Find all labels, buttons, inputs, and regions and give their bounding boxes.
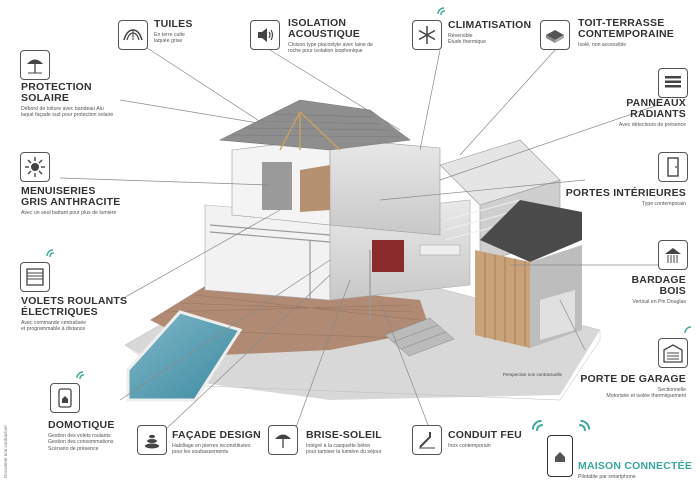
panneaux-title-1: PANNEAUX [626,97,686,109]
garage-sub-2: Motorisée et isolée thermiquement [606,393,686,400]
isolation-sub-2: roche pour isolation isophonique [288,48,363,55]
bardage-label: BARDAGE BOIS Vertical en Pin Douglas [631,274,687,306]
brise-sub-2: pour tamiser la lumière du séjour [306,449,382,456]
portes-title: PORTES INTÉRIEURES [565,187,686,199]
menuiseries-title-1: MENUISERIES [21,185,96,197]
domotique-sub-1: Gestion des volets roulants [48,433,111,439]
maison-label: MAISON CONNECTÉE Pilotable par smartphon… [578,460,693,481]
toit-title-2: CONTEMPORAINE [578,28,674,40]
climatisation-title: CLIMATISATION [448,19,532,31]
isolation-sub-1: Cloison type placostyle avec laine de [288,42,374,48]
wireless-signal-icon [684,326,692,334]
flue-pipe-icon [412,425,442,455]
smartphone-house-icon [547,435,573,477]
speaker-icon [250,20,280,50]
volets-label: VOLETS ROULANTS ÉLECTRIQUES Avec command… [21,296,127,333]
toit-label: TOIT-TERRASSE CONTEMPORAINE Isolé, non a… [578,17,674,49]
bardage-sub: Vertical en Pin Douglas [632,299,686,305]
roller-shutter-icon [20,262,50,292]
maison-sub: Pilotable par smartphone [578,474,636,480]
panneaux-title-2: RADIANTS [630,108,686,120]
menuiseries-label: MENUISERIES GRIS ANTHRACITE Avec un seul… [21,185,121,217]
toit-title-1: TOIT-TERRASSE [578,17,665,29]
sun-icon [20,152,50,182]
flat-roof-icon [540,20,570,50]
brise-label: BRISE-SOLEIL Intégré à la casquette béto… [306,430,382,456]
wireless-signal-icon [578,419,591,432]
wood-cladding-icon [658,240,688,270]
protection-sub-2: laqué façade sud pour protection solaire [21,112,114,119]
garage-title: PORTE DE GARAGE [580,373,686,385]
tuiles-sub-1: En terre cuite [154,32,185,38]
wireless-signal-icon [531,419,544,432]
radiator-panel-icon [658,68,688,98]
stacked-stones-icon [137,425,167,455]
tuiles-title: TUILES [154,18,193,30]
conduit-label: CONDUIT FEU Inox contemporain [448,429,522,450]
climatisation-sub-2: Étude thermique [448,39,487,46]
door-icon [658,152,688,182]
protection-title-2: SOLAIRE [21,92,70,104]
isolation-title-2: ACOUSTIQUE [288,28,361,40]
portes-sub: Type contemporain [641,201,686,207]
roof-tiles-icon [118,20,148,50]
tuiles-label: TUILES En terre cuite laquée grise [154,19,193,45]
protection-sub-1: Débord de toiture avec bandeau Alu [21,106,104,112]
sunshade-icon [268,425,298,455]
facade-title: FAÇADE DESIGN [172,429,261,441]
perspective-note: Perspective non contractuelle [503,372,563,377]
maison-title: MAISON CONNECTÉE [578,460,693,472]
climatisation-sub-1: Réversible [448,33,473,39]
brise-title: BRISE-SOLEIL [306,429,382,441]
garage-door-icon [658,338,688,368]
conduit-sub: Inox contemporain [448,443,491,449]
volets-title-1: VOLETS ROULANTS [21,295,128,307]
portes-label: PORTES INTÉRIEURES Type contemporain [565,187,686,208]
tuiles-sub-2: laquée grise [154,38,183,45]
facade-label: FAÇADE DESIGN Habillage en pierres recon… [172,430,261,456]
protection-title-1: PROTECTION [21,81,92,93]
home-automation-icon [50,383,80,413]
beach-umbrella-icon [20,50,50,80]
domotique-sub-3: Scénario de présence [48,445,99,452]
menuiseries-title-2: GRIS ANTHRACITE [21,196,121,208]
panneaux-label: PANNEAUX RADIANTS Avec détecteurs de pré… [618,97,686,129]
wireless-signal-icon [76,371,85,380]
garage-label: PORTE DE GARAGE Sectionnelle Motorisée e… [580,374,686,400]
bardage-title-1: BARDAGE [631,274,686,286]
menuiseries-sub: Avec un seul battant pour plus de lumièr… [21,210,117,216]
bardage-title-2: BOIS [659,285,686,297]
climatisation-label: CLIMATISATION Réversible Étude thermique [448,20,531,46]
domotique-title: DOMOTIQUE [48,419,115,431]
snowflake-icon [412,20,442,50]
protection-label: PROTECTION SOLAIRE Débord de toiture ave… [21,82,113,119]
isolation-title-1: ISOLATION [288,17,347,29]
toit-sub: Isolé, non accessible [578,42,627,48]
volets-sub-2: et programmable à distance [21,326,86,333]
side-note: Document non contractuel [3,425,8,478]
isolation-label: ISOLATION ACOUSTIQUE Cloison type placos… [288,18,373,55]
wireless-signal-icon [437,7,446,16]
wireless-signal-icon [46,249,55,258]
facade-sub-1: Habillage en pierres reconstituées [172,443,251,449]
volets-sub-1: Avec commande centralisée [21,320,87,326]
domotique-sub-2: Gestion des consommations [48,439,114,446]
conduit-title: CONDUIT FEU [448,429,522,441]
facade-sub-2: pour les soubassements [172,449,229,456]
panneaux-sub: Avec détecteurs de présence [618,122,686,128]
domotique-label: DOMOTIQUE Gestion des volets roulants Ge… [48,420,115,452]
garage-sub-1: Sectionnelle [657,387,686,393]
volets-title-2: ÉLECTRIQUES [21,306,98,318]
brise-sub-1: Intégré à la casquette béton [306,443,371,449]
